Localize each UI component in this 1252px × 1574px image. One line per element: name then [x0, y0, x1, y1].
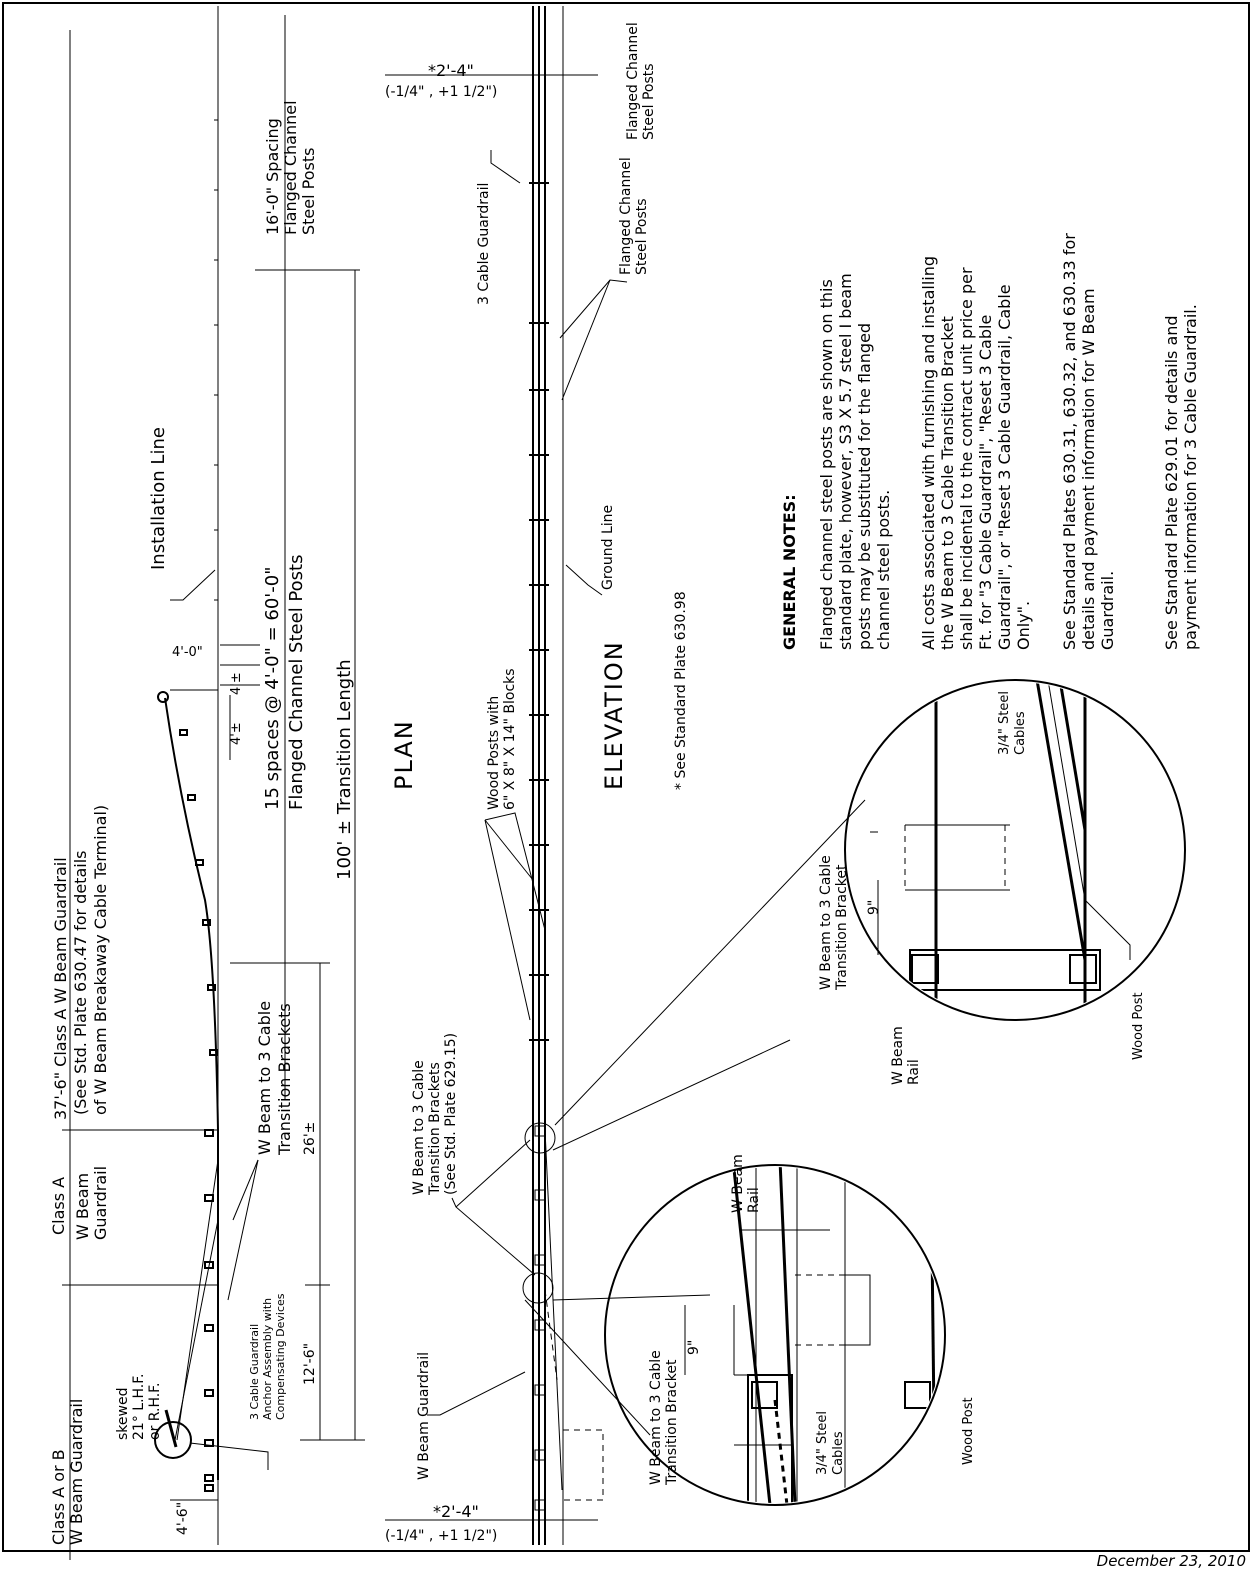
bracket-circle-right — [524, 1122, 556, 1154]
plan-terminal-end — [157, 691, 169, 703]
elev-brackets-1: W Beam to 3 Cable — [411, 1060, 427, 1195]
elev-wbeam-gr: W Beam Guardrail — [416, 1352, 432, 1480]
notes-n2-5: Guardrail", or "Reset 3 Cable Guardrail,… — [995, 284, 1014, 650]
plan-skewed-3: or R.H.F. — [147, 1383, 163, 1440]
plan-brackets-2: Transition Brackets — [275, 1003, 294, 1156]
plan-anchor-3: Compensating Devices — [274, 1293, 287, 1420]
elev-brackets-2: Transition Brackets — [427, 1062, 443, 1196]
detail-right-bracket-1: W Beam to 3 Cable — [818, 855, 834, 990]
plate-date: December 23, 2010 — [1096, 1552, 1246, 1570]
notes-n3-2: details and payment information for W Be… — [1079, 288, 1098, 650]
plan-anchor-2: Anchor Assembly with — [261, 1298, 274, 1420]
plan-classa-2: W Beam — [73, 1173, 92, 1240]
plan-classa-1: Class A — [49, 1177, 68, 1235]
elev-flanged2-2: Steel Posts — [634, 198, 650, 275]
plan-d126: 12'-6" — [302, 1343, 318, 1385]
plan-d4b: 4'± — [229, 722, 244, 745]
plan-wbeam-flare — [164, 697, 219, 1480]
general-notes: GENERAL NOTES: Flanged channel steel pos… — [780, 233, 1200, 650]
plan-anchor-1: 3 Cable Guardrail — [248, 1324, 261, 1420]
plan-d4a: 4'± — [229, 672, 244, 695]
notes-n1-3: posts may be substituted for the flanged — [855, 323, 874, 650]
elev-see-plate: * See Standard Plate 630.98 — [673, 591, 689, 790]
plan-transition: 100' ± Transition Length — [334, 659, 355, 880]
detail-left: 9" W Beam Rail W Beam to 3 Cable Transit… — [604, 1154, 976, 1506]
plan-brackets-1: W Beam to 3 Cable — [255, 1001, 274, 1155]
plan-d26: 26'± — [302, 1122, 318, 1155]
plan-post-blocks — [179, 729, 218, 1492]
plan-d40: 4'-0" — [172, 645, 203, 660]
notes-n1-2: standard plate, however, S3 X 5.7 steel … — [836, 273, 855, 650]
detail-right-post: Wood Post — [1131, 992, 1146, 1060]
detail-left-bracket-1: W Beam to 3 Cable — [648, 1350, 664, 1485]
plan-skewed-1: skewed — [115, 1388, 131, 1440]
detail-right-nine: 9" — [866, 900, 882, 915]
notes-n3-3: Guardrail. — [1098, 571, 1117, 650]
plan-skewed-2: 21° L.H.F. — [131, 1374, 147, 1441]
elev-tol-bot: *2'-4" — [433, 1502, 479, 1521]
plan-title: PLAN — [390, 719, 418, 790]
elev-tol-top-sub: (-1/4" , +1 1/2") — [385, 84, 497, 100]
elev-wood-2: 6" X 8" X 14" Blocks — [502, 668, 518, 810]
plan-spacing16-2: Flanged Channel — [281, 100, 300, 235]
anchor-circle — [154, 1421, 192, 1459]
notes-n2-4: Ft. for "3 Cable Guardrail", "Reset 3 Ca… — [976, 315, 995, 650]
notes-n2-2: the W Beam to 3 Cable Transition Bracket — [938, 316, 957, 650]
plan-spacing16-1: 16'-0" Spacing — [263, 118, 282, 235]
detail-left-cables-1: 3/4" Steel — [815, 1411, 830, 1475]
elevation-steel-posts — [529, 182, 549, 1041]
detail-left-cables-2: Cables — [831, 1431, 846, 1475]
elev-brackets-3: (See Std. Plate 629.15) — [443, 1033, 459, 1195]
bracket-circle-left — [522, 1272, 554, 1304]
plan-classa37-3: of W Beam Breakaway Cable Terminal) — [91, 805, 110, 1115]
plan-classab-2: W Beam Guardrail — [67, 1399, 86, 1545]
notes-n1-4: channel steel posts. — [874, 490, 893, 650]
elev-flanged-1: Flanged Channel — [625, 22, 641, 140]
detail-left-bracket-2: Transition Bracket — [664, 1359, 680, 1486]
notes-n1-1: Flanged channel steel posts are shown on… — [817, 279, 836, 650]
notes-n4-2: payment information for 3 Cable Guardrai… — [1181, 304, 1200, 650]
plan-view: Class A or B W Beam Guardrail Class A W … — [49, 6, 418, 1560]
detail-right-rail-1: W Beam — [890, 1026, 906, 1085]
detail-left-rail-2: Rail — [746, 1187, 762, 1213]
notes-n3-1: See Standard Plates 630.31, 630.32, and … — [1060, 233, 1079, 650]
elevation-wood-posts — [534, 1125, 546, 1511]
detail-left-nine: 9" — [686, 1340, 702, 1355]
elev-ground: Ground Line — [600, 505, 616, 590]
notes-n4-1: See Standard Plate 629.01 for details an… — [1162, 315, 1181, 650]
plan-post-ticks — [214, 119, 218, 601]
detail-right-bracket-2: Transition Bracket — [834, 864, 850, 991]
elev-title: ELEVATION — [600, 640, 628, 790]
plan-installation: Installation Line — [148, 427, 169, 570]
notes-heading: GENERAL NOTES: — [780, 494, 799, 650]
plan-classa37-1: 37'-6" Class A W Beam Guardrail — [51, 857, 70, 1120]
detail-left-post: Wood Post — [961, 1397, 976, 1465]
plan-classa37-2: (See Std. Plate 630.47 for details — [71, 851, 90, 1116]
notes-n2-3: shall be incidental to the contract unit… — [957, 267, 976, 650]
elev-wood-1: Wood Posts with — [486, 696, 502, 810]
notes-n2-1: All costs associated with furnishing and… — [919, 256, 938, 650]
detail-right: 9" W Beam to 3 Cable Transition Bracket … — [818, 679, 1186, 1085]
elev-flanged2-1: Flanged Channel — [618, 157, 634, 275]
notes-n2-6: Only". — [1014, 601, 1033, 650]
elev-tol-top: *2'-4" — [428, 61, 474, 80]
plan-flanged-posts: Flanged Channel Steel Posts — [286, 555, 307, 810]
plan-spaces15: 15 spaces @ 4'-0" = 60'-0" — [262, 567, 283, 810]
detail-right-cables-1: 3/4" Steel — [997, 691, 1012, 755]
plan-classab-1: Class A or B — [49, 1449, 68, 1545]
plan-classa-3: Guardrail — [91, 1166, 110, 1240]
detail-right-cables-2: Cables — [1013, 711, 1028, 755]
elevation-view: *2'-4" (-1/4" , +1 1/2") *2'-4" (-1/4" ,… — [385, 6, 866, 1545]
detail-right-rail-2: Rail — [906, 1059, 922, 1085]
elev-tol-bot-sub: (-1/4" , +1 1/2") — [385, 1528, 497, 1544]
detail-left-rail-1: W Beam — [730, 1154, 746, 1213]
plan-d46: 4'-6" — [175, 1502, 191, 1535]
elev-flanged-2: Steel Posts — [641, 63, 657, 140]
plan-spacing16-3: Steel Posts — [299, 148, 318, 235]
elev-cable-gr: 3 Cable Guardrail — [476, 183, 492, 305]
